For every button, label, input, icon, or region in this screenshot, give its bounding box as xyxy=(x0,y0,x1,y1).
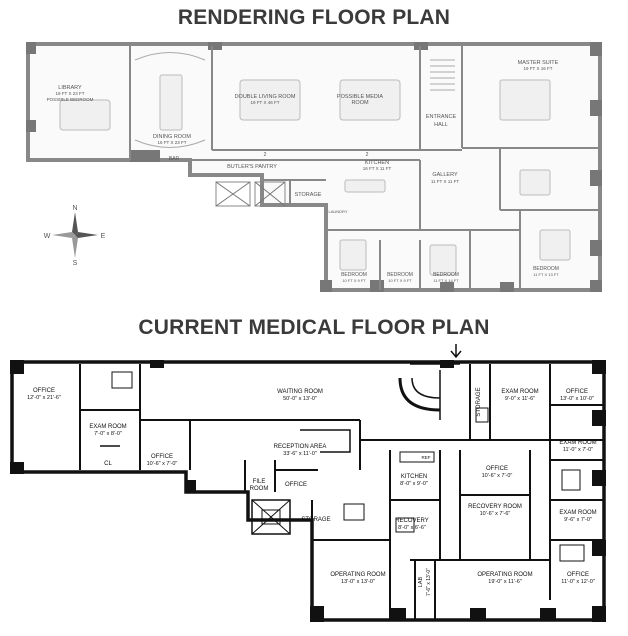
office-4-size: 13'-0" x 10'-0" xyxy=(560,396,594,402)
kitchen-size: 8'-0" x 9'-0" xyxy=(400,481,428,487)
lab-size: 7'-6" x 13'-0" xyxy=(426,568,432,596)
compass-south: S xyxy=(73,260,78,267)
exam-room-1-name: EXAM ROOM xyxy=(89,424,126,430)
master-suite-size: 19 FT X 16 FT xyxy=(524,66,553,71)
recovery-room-2-name: RECOVERY ROOM xyxy=(468,504,522,510)
compass-rose: N S W E xyxy=(44,205,106,267)
rendering-labels: LIBRARY 19 FT X 23 FT POSSIBLE BEDROOM D… xyxy=(47,60,560,283)
media-room-name2: ROOM xyxy=(351,100,369,106)
current-medical-floor-plan-title: CURRENT MEDICAL FLOOR PLAN xyxy=(138,316,490,339)
gallery-name: GALLERY xyxy=(432,172,458,178)
office-3-name: OFFICE xyxy=(285,482,307,488)
office-1-size: 12'-0" x 21'-6" xyxy=(27,395,61,401)
exam-room-1-size: 7'-0" x 8'-0" xyxy=(94,431,122,437)
gallery-size: 11 FT X 11 FT xyxy=(431,179,460,184)
bedroom-2-name: BEDROOM xyxy=(387,272,413,278)
file-room-name2: ROOM xyxy=(250,486,269,492)
exam-room-2-size: 9'-0" x 11'-6" xyxy=(505,396,535,402)
bedroom-1-size: 10 FT X 9 FT xyxy=(342,278,366,283)
bedroom-3-size: 11 FT X 14 FT xyxy=(433,278,459,283)
library-note: POSSIBLE BEDROOM xyxy=(47,97,94,102)
recovery-1-size: 8'-0" x 6'-6" xyxy=(398,525,426,531)
office-1-name: OFFICE xyxy=(33,388,55,394)
bedroom-1-name: BEDROOM xyxy=(341,272,367,278)
office-4-name: OFFICE xyxy=(566,389,588,395)
exam-room-4-name: EXAM ROOM xyxy=(559,510,596,516)
office-2-size: 10'-6" x 7'-0" xyxy=(147,461,178,467)
rendering-plan xyxy=(26,42,602,292)
entrance-hall-name: ENTRANCE xyxy=(426,114,457,120)
exam-room-4-size: 9'-6" x 7'-0" xyxy=(564,517,592,523)
exam-room-3-size: 11'-0" x 7'-0" xyxy=(563,447,593,453)
entrance-hall-name2: HALL xyxy=(434,122,448,128)
bedroom-3-name: BEDROOM xyxy=(433,272,459,278)
medical-plan xyxy=(10,344,606,622)
storage-1-label: STORAGE xyxy=(301,517,330,523)
kitchen-size: 16 FT X 11 FT xyxy=(363,166,392,171)
media-room-name: POSSIBLE MEDIA xyxy=(337,94,383,100)
medical-labels: OFFICE 12'-0" x 21'-6" EXAM ROOM 7'-0" x… xyxy=(27,387,597,596)
kitchen-name: KITCHEN xyxy=(365,160,389,166)
office-6-name: OFFICE xyxy=(567,572,589,578)
operating-room-1-name: OPERATING ROOM xyxy=(330,572,385,578)
storage-2-label: STORAGE xyxy=(476,387,482,416)
dining-room-size: 16 FT X 23 FT xyxy=(158,140,187,145)
compass-west: W xyxy=(44,233,51,240)
double-living-room-size: 19 FT X 46 FT xyxy=(251,100,280,105)
reception-area-size: 33'-6" x 11'-0" xyxy=(283,451,316,457)
bedroom-4-name: BEDROOM xyxy=(533,266,559,272)
stair-number-a: 2 xyxy=(264,152,267,158)
office-6-size: 11'-0" x 12'-0" xyxy=(561,579,594,585)
kitchen-name: KITCHEN xyxy=(401,474,427,480)
lab-name: LAB xyxy=(418,576,424,587)
office-5-size: 10'-6" x 7'-0" xyxy=(482,473,513,479)
recovery-room-2-size: 10'-6" x 7'-6" xyxy=(480,511,511,517)
office-5-name: OFFICE xyxy=(486,466,508,472)
library-size: 19 FT X 23 FT xyxy=(56,91,85,96)
waiting-room-size: 50'-0" x 13'-0" xyxy=(283,396,317,402)
master-suite-name: MASTER SUITE xyxy=(518,60,559,66)
operating-room-2-size: 19'-0" x 11'-6" xyxy=(488,579,521,585)
compass-north: N xyxy=(72,205,77,212)
double-living-room-name: DOUBLE LIVING ROOM xyxy=(235,94,296,100)
reception-area-name: RECEPTION AREA xyxy=(274,444,327,450)
bedroom-2-size: 10 FT X 9 FT xyxy=(388,278,412,283)
rendering-storage-label: STORAGE xyxy=(295,192,322,198)
bar-label: BAR xyxy=(169,156,180,162)
recovery-1-name: RECOVERY xyxy=(395,518,429,524)
stair-number-b: 2 xyxy=(366,152,369,158)
laundry-label: LAUNDRY xyxy=(328,209,347,214)
waiting-room-name: WAITING ROOM xyxy=(277,389,323,395)
library-name: LIBRARY xyxy=(58,85,82,91)
closet-label: CL xyxy=(104,461,112,467)
operating-room-2-name: OPERATING ROOM xyxy=(477,572,532,578)
butlers-pantry-label: BUTLER'S PANTRY xyxy=(227,164,277,170)
operating-room-1-size: 13'-0" x 13'-0" xyxy=(341,579,375,585)
exam-room-2-name: EXAM ROOM xyxy=(501,389,538,395)
office-2-name: OFFICE xyxy=(151,454,173,460)
refrigerator-label: REF xyxy=(422,455,431,460)
dining-room-name: DINING ROOM xyxy=(153,134,191,140)
compass-east: E xyxy=(101,233,106,240)
unknown-room-label: ? xyxy=(593,480,597,486)
exam-room-3-name: EXAM ROOM xyxy=(559,440,596,446)
bedroom-4-size: 11 FT X 13 FT xyxy=(533,272,559,277)
rendering-floor-plan-title: RENDERING FLOOR PLAN xyxy=(177,6,451,29)
file-room-name: FILE xyxy=(253,479,266,485)
